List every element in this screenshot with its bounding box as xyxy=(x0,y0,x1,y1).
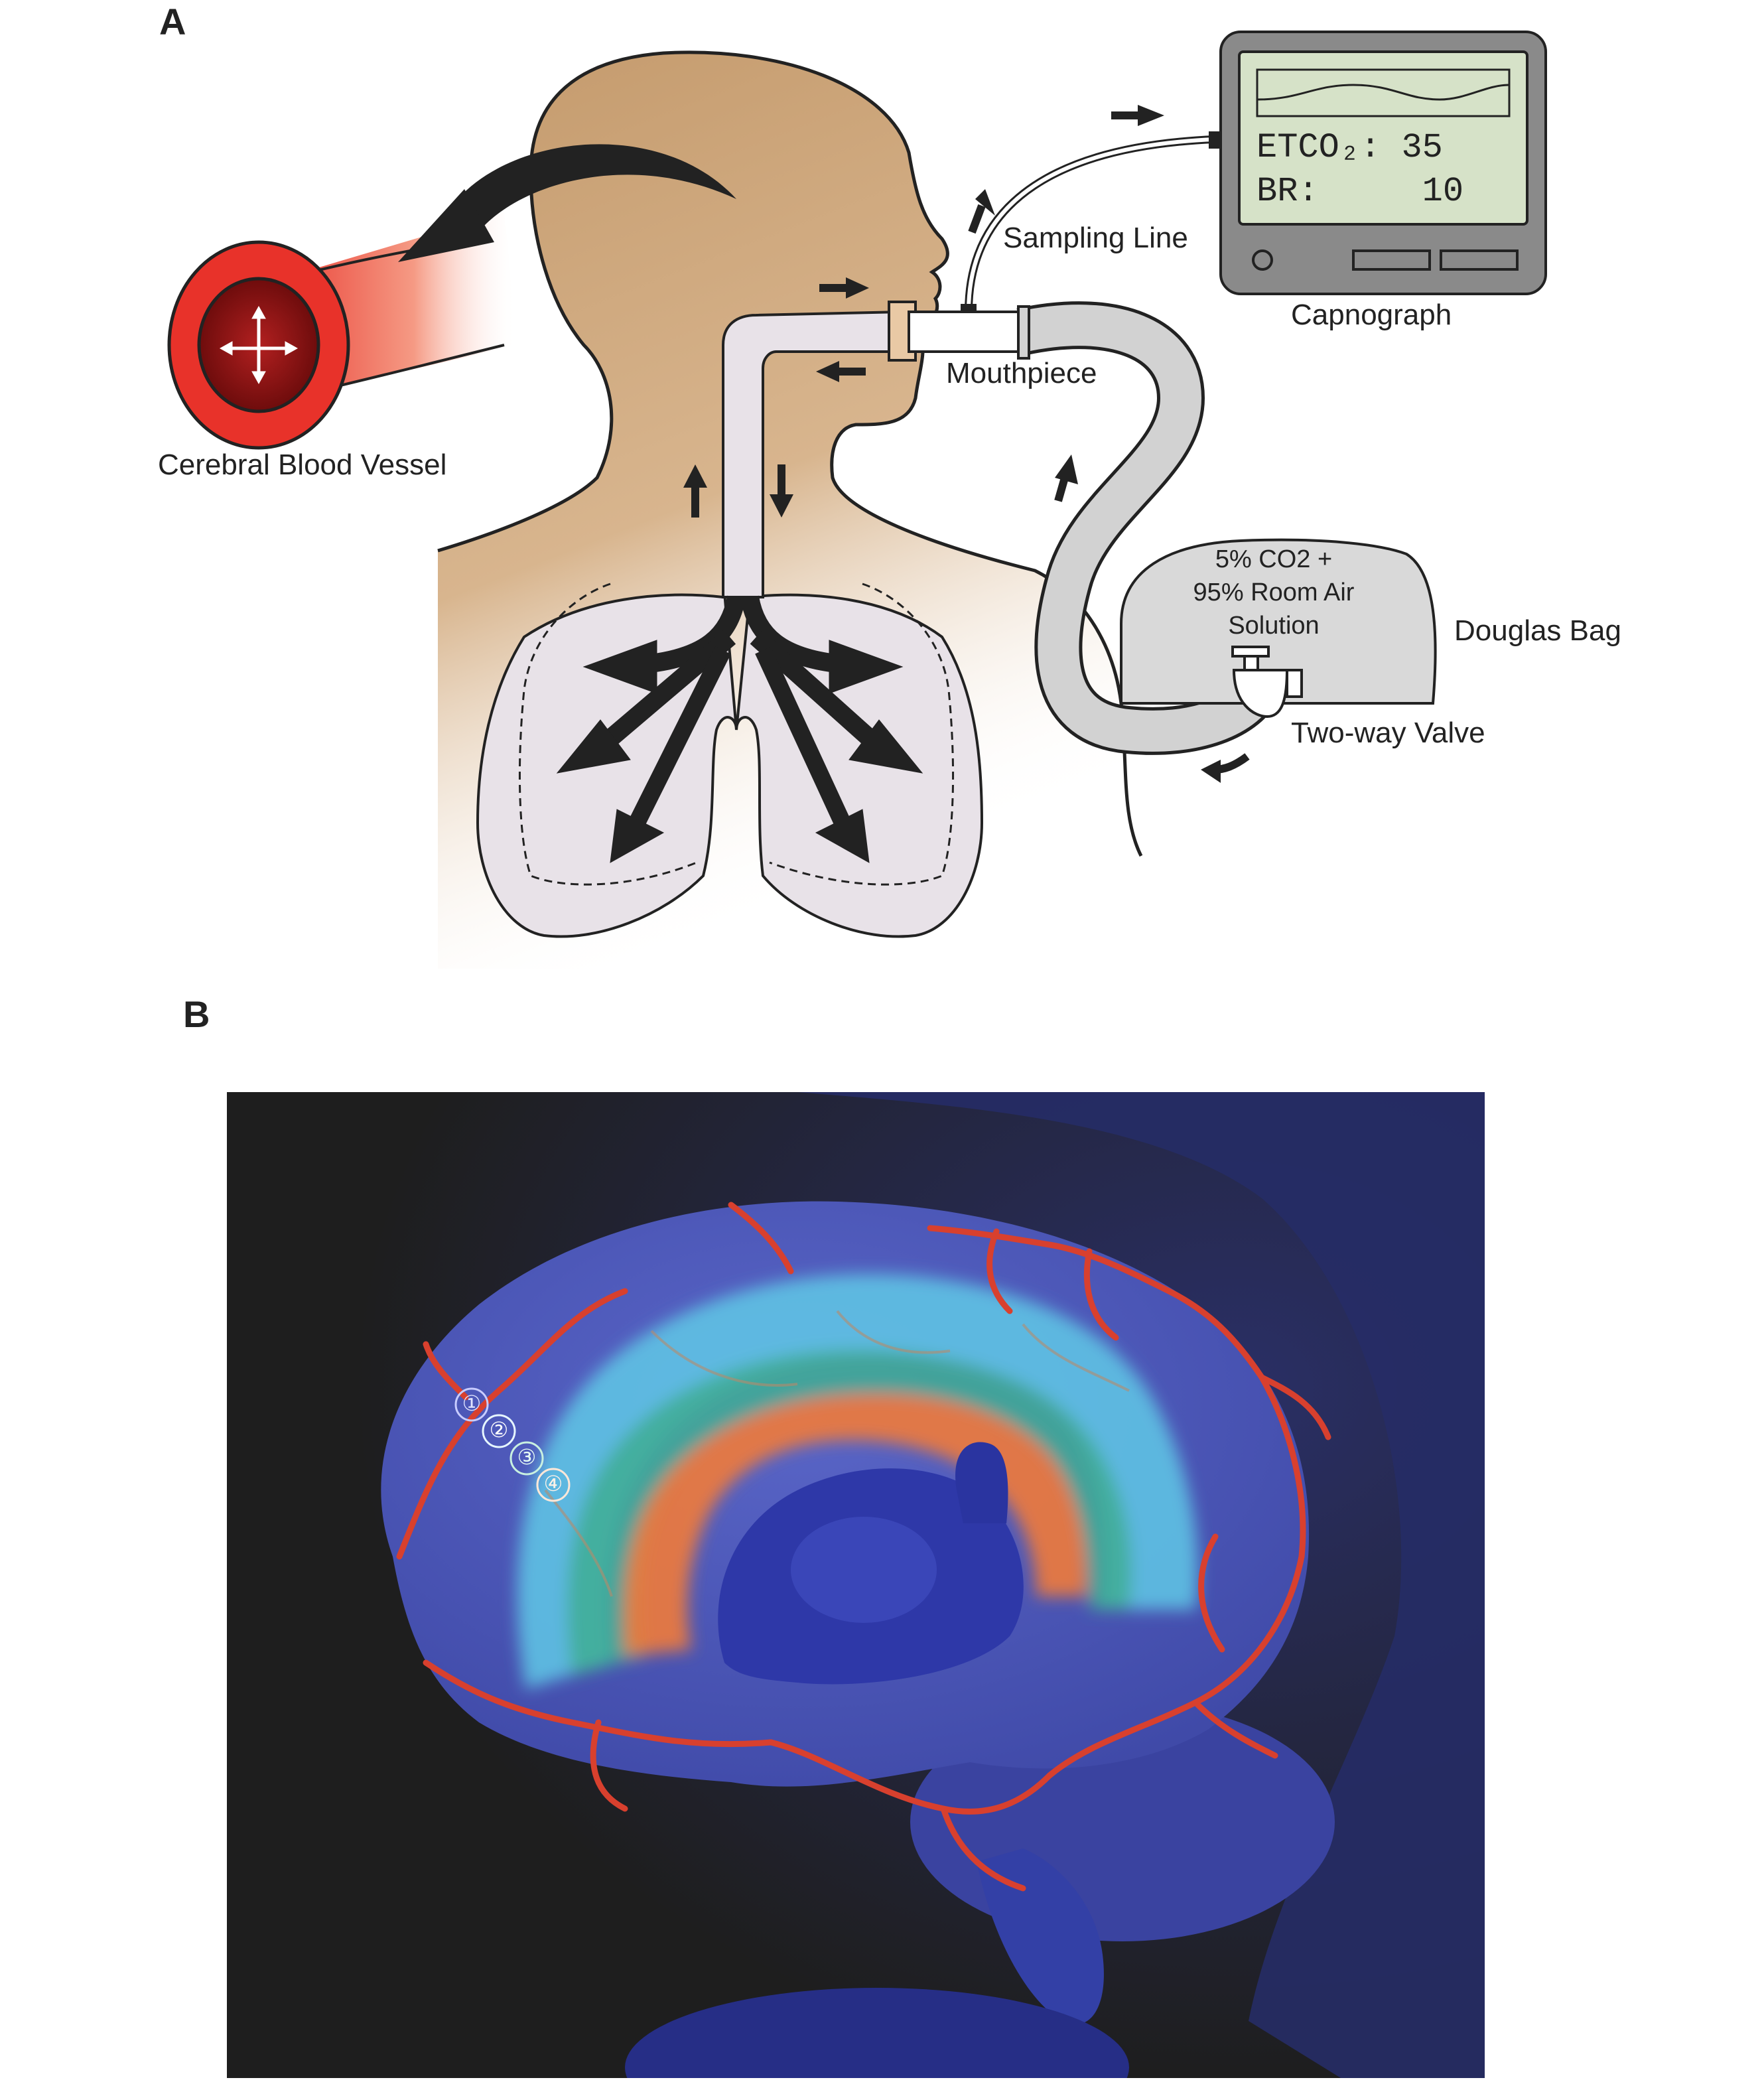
right-lung-dashed xyxy=(769,583,955,886)
gas-mixture-line1: 5% CO2 + xyxy=(1215,545,1333,573)
panel-a-diagram xyxy=(167,31,1547,969)
ventricles xyxy=(718,1442,1024,1685)
airflow-arrows xyxy=(683,277,869,518)
left-lung-dashed xyxy=(518,583,697,886)
sub-vessels xyxy=(544,1310,1130,1597)
br-label: BR: xyxy=(1256,172,1319,211)
cerebral-blood-vessel xyxy=(167,212,517,450)
sampling-line-label: Sampling Line xyxy=(1003,222,1188,254)
region-3-label: ③ xyxy=(517,1445,537,1469)
etco2-value: 35 xyxy=(1401,128,1443,167)
bronchi-arrows xyxy=(556,595,923,863)
region-2-band xyxy=(517,1274,1198,1689)
gas-mixture-line3: Solution xyxy=(1228,612,1320,640)
douglas-bag xyxy=(1120,538,1437,705)
dilation-arrows xyxy=(219,305,299,385)
region-1-marker xyxy=(454,1387,489,1422)
capnograph xyxy=(1219,31,1547,295)
capnograph-waveform xyxy=(1256,84,1510,101)
gas-mixture-label: 5% CO2 + 95% Room Air Solution xyxy=(1141,543,1406,642)
sampling-arrows xyxy=(968,105,1164,234)
background-tissue xyxy=(797,1092,1485,2078)
region-markers xyxy=(454,1387,571,1502)
cerebral-vessel-label: Cerebral Blood Vessel xyxy=(158,449,447,481)
gas-mixture-line2: 95% Room Air xyxy=(1193,579,1355,606)
capnograph-label: Capnograph xyxy=(1291,299,1452,331)
region-3-band xyxy=(567,1350,1132,1676)
brain-render-svg xyxy=(227,1092,1485,2078)
etco2-label: ETCO₂: xyxy=(1256,128,1381,167)
region-2-label: ② xyxy=(489,1418,509,1442)
etco2-row: ETCO₂: 35 xyxy=(1256,126,1463,170)
douglas-bag-label: Douglas Bag xyxy=(1454,614,1621,647)
head-outline xyxy=(437,50,1143,857)
mouthpiece-label: Mouthpiece xyxy=(946,357,1097,389)
br-row: BR: 10 xyxy=(1256,170,1463,214)
panel-a-label: A xyxy=(159,1,186,42)
br-value: 10 xyxy=(1422,172,1464,211)
surface-vessels xyxy=(396,1202,1331,1892)
hose-arrows xyxy=(1054,454,1250,783)
region-4-marker xyxy=(536,1468,571,1502)
region-3-marker xyxy=(509,1441,544,1476)
two-way-valve xyxy=(1231,646,1303,719)
two-way-valve-label: Two-way Valve xyxy=(1291,717,1485,749)
region-1-label: ① xyxy=(462,1391,482,1415)
region-4-label: ④ xyxy=(543,1472,563,1495)
brainstem xyxy=(977,1848,1104,2025)
brain-render: ① ② ③ ④ xyxy=(227,1092,1485,2078)
region-2-marker xyxy=(482,1414,516,1448)
capnograph-knob xyxy=(1252,249,1273,271)
panel-b-label: B xyxy=(183,993,210,1035)
head-to-vessel-arrow xyxy=(438,144,736,226)
